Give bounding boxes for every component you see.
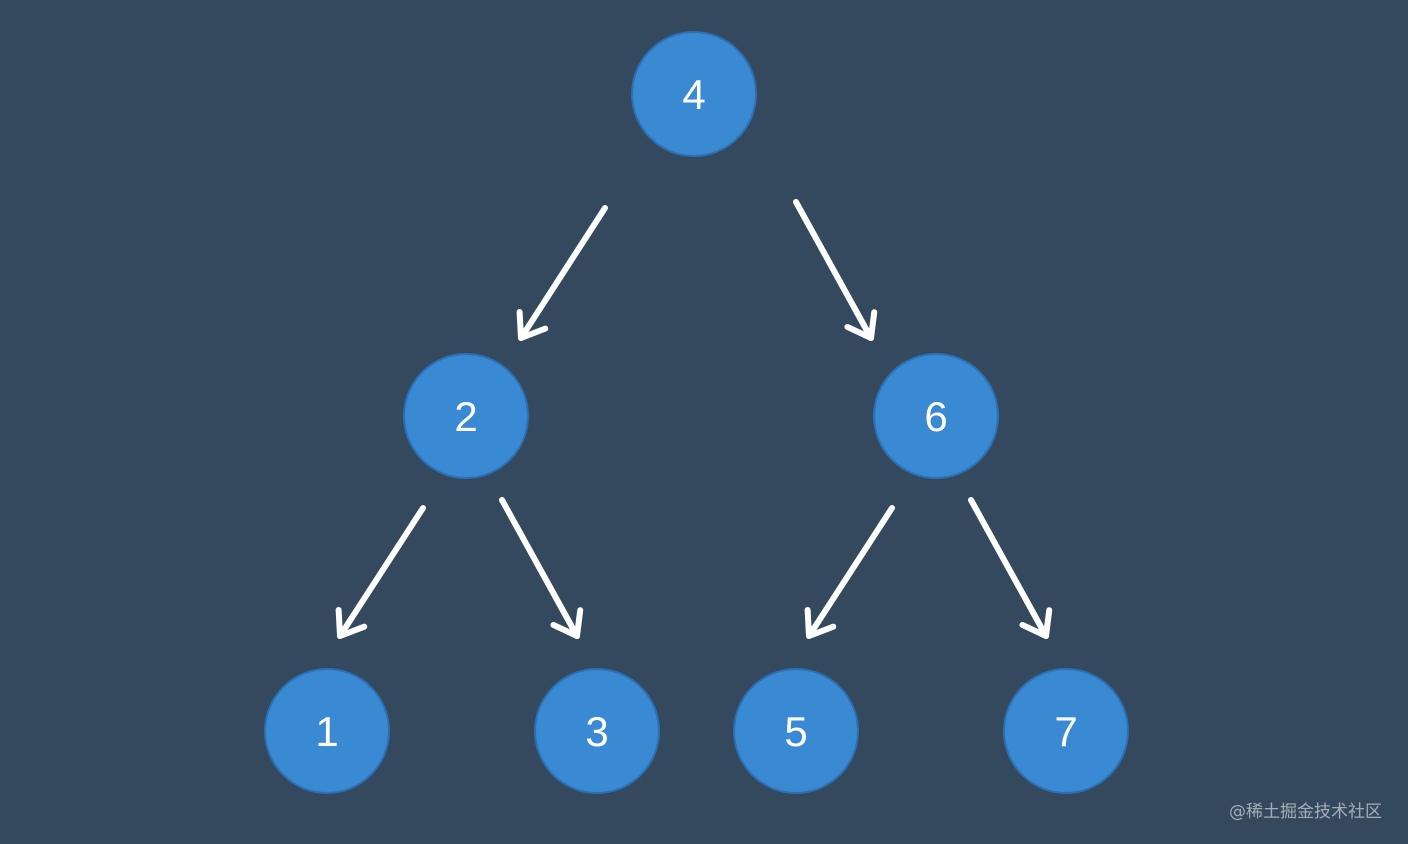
watermark: @稀土掘金技术社区 <box>1229 802 1382 822</box>
arrow-shaft <box>968 497 1049 639</box>
node-circle <box>403 353 529 479</box>
node-circle <box>631 31 757 157</box>
arrow-head <box>550 607 584 639</box>
node-label: 4 <box>682 71 705 118</box>
tree-node-2: 2 <box>403 353 529 479</box>
node-circle <box>1003 668 1129 794</box>
arrow-shaft <box>337 505 426 639</box>
node-label: 2 <box>454 393 477 440</box>
arrow-n6-n5 <box>804 505 895 639</box>
nodes-layer: 4 2 6 1 3 5 7 <box>264 31 1129 794</box>
arrow-head <box>1019 607 1053 639</box>
arrow-head <box>335 607 368 639</box>
tree-node-3: 3 <box>534 668 660 794</box>
arrow-head <box>844 309 878 341</box>
node-circle <box>733 668 859 794</box>
arrow-n2-n1 <box>335 505 426 639</box>
arrow-n2-n3 <box>499 497 584 639</box>
node-label: 6 <box>924 393 947 440</box>
arrow-shaft <box>793 199 874 341</box>
arrow-n6-n7 <box>968 497 1053 639</box>
edges-layer <box>335 199 1053 639</box>
arrow-n4-n6 <box>793 199 878 341</box>
arrow-head <box>804 607 837 639</box>
tree-node-6: 6 <box>873 353 999 479</box>
node-circle <box>534 668 660 794</box>
tree-node-5: 5 <box>733 668 859 794</box>
arrow-head <box>516 309 549 341</box>
tree-node-4: 4 <box>631 31 757 157</box>
tree-node-7: 7 <box>1003 668 1129 794</box>
node-circle <box>873 353 999 479</box>
tree-node-1: 1 <box>264 668 390 794</box>
arrow-shaft <box>499 497 580 639</box>
arrow-shaft <box>806 505 895 639</box>
arrow-n4-n2 <box>516 205 608 341</box>
node-label: 5 <box>784 708 807 755</box>
arrow-shaft <box>518 205 608 341</box>
node-label: 3 <box>585 708 608 755</box>
node-circle <box>264 668 390 794</box>
node-label: 1 <box>315 708 338 755</box>
node-label: 7 <box>1054 708 1077 755</box>
